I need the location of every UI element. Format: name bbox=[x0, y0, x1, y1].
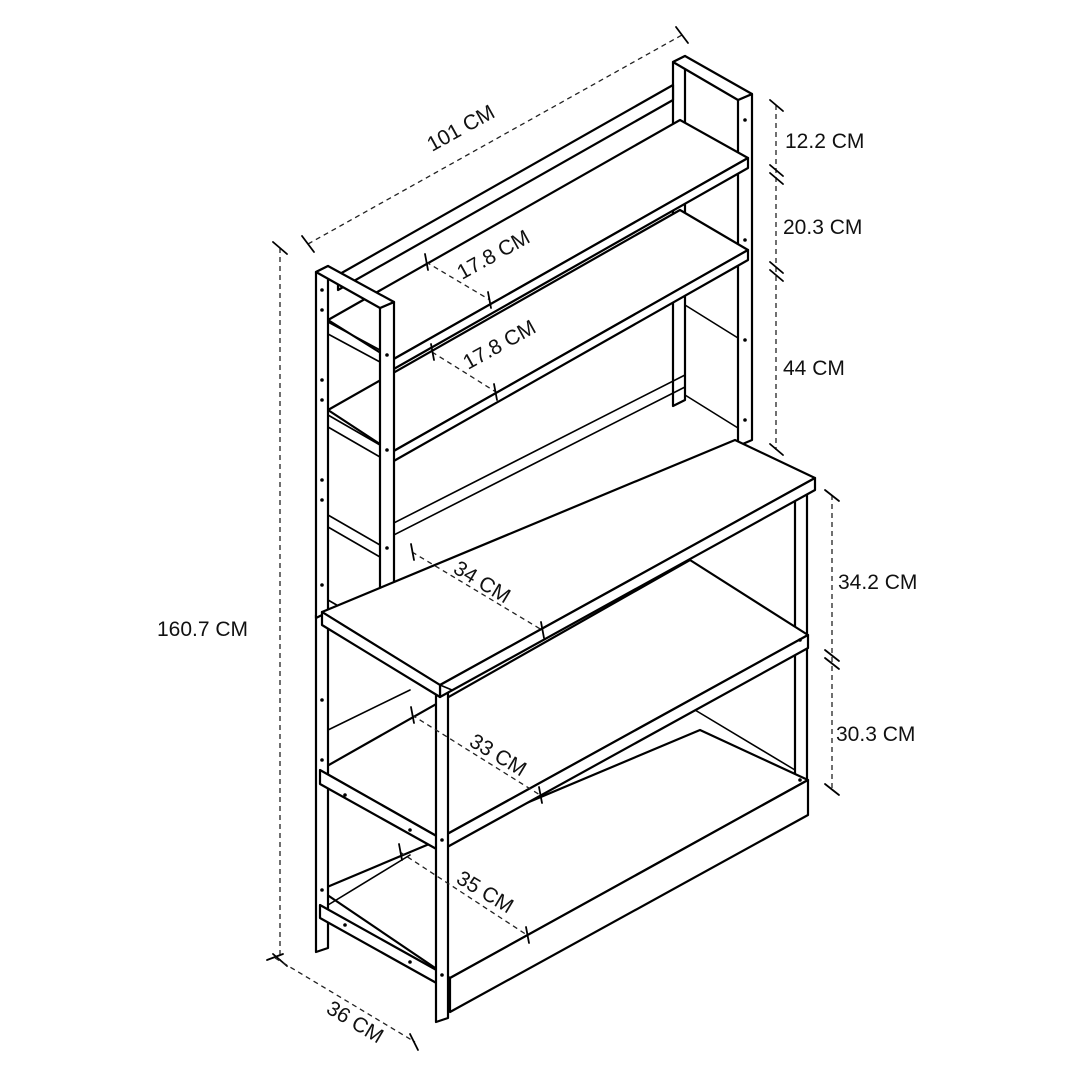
bottom-shelf-depth-line bbox=[399, 851, 528, 936]
hutch-back-rail bbox=[379, 374, 686, 531]
overall-depth-line bbox=[274, 957, 416, 1043]
desk-depth-line bbox=[411, 551, 543, 631]
lower-back-rail-lower bbox=[689, 706, 796, 771]
upper-gap-label: 20.3 CM bbox=[783, 216, 862, 239]
top-shelf-depth-line bbox=[425, 261, 491, 301]
left-hutch-frame bbox=[314, 264, 396, 648]
dimension-lines bbox=[266, 26, 840, 1051]
second-shelf-depth-line bbox=[431, 351, 497, 393]
total-height-label: 160.7 CM bbox=[157, 618, 248, 641]
bakers-rack-drawing bbox=[314, 54, 817, 1024]
lower-gap-label: 30.3 CM bbox=[836, 723, 915, 746]
front-lower-leg bbox=[434, 682, 450, 1024]
screw-holes bbox=[320, 118, 802, 977]
desk-gap-label: 34.2 CM bbox=[838, 571, 917, 594]
middle-shelf-depth-line bbox=[411, 714, 541, 796]
top-gap-label: 12.2 CM bbox=[785, 130, 864, 153]
second-shelf bbox=[326, 208, 750, 464]
hutch-height-label: 44 CM bbox=[783, 357, 845, 380]
overall-depth-label: 36 CM bbox=[322, 997, 387, 1049]
desk-top bbox=[320, 438, 817, 699]
width-label: 101 CM bbox=[423, 101, 498, 157]
